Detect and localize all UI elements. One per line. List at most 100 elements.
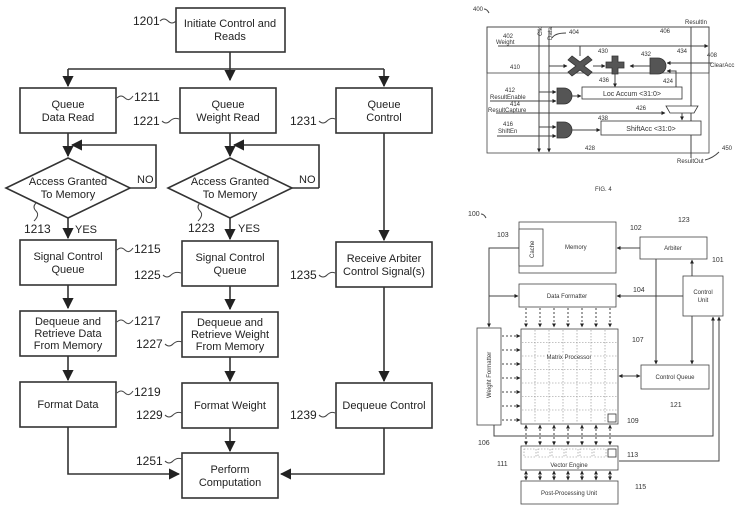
matrix-processor-block [520,328,619,425]
ref-430: 430 [598,49,609,55]
adder-icon [605,55,625,75]
data-formatter-arrows [524,308,612,328]
ref-416: 416 [503,122,514,128]
memory-label: Memory [565,245,587,251]
control-unit-block [682,275,724,317]
data-formatter-label: Data Formatter [547,294,587,300]
node-queue-data-line-1: Queue [51,99,84,111]
yes-label-data: YES [75,224,97,236]
node-dequeue-control-label: Dequeue Control [342,400,425,412]
vector-cell-outline [565,448,579,458]
node-dequeue-control: Dequeue Control 1239 [290,382,433,429]
node-perform-computation: Perform Computation 1251 [136,452,279,499]
node-perform-line-2: Computation [199,477,261,489]
ref-1201: 1201 [133,14,160,28]
multiplier-icon [567,55,593,77]
ref-102: 102 [630,225,642,232]
vector-cell-outline [523,448,537,458]
ref-402: 402 [503,34,514,40]
arbiter-label: Arbiter [664,246,682,252]
pe-cell [607,413,617,423]
cache-block [518,228,544,267]
node-access-data-line-2: To Memory [41,189,96,201]
ref-450: 450 [722,146,733,152]
mux-icon [665,105,699,114]
node-format-weight-label: Format Weight [194,400,266,412]
node-access-data: Access Granted To Memory NO 1213 YES [4,157,156,236]
vector-engine-grid [523,448,607,458]
ref-104: 104 [633,287,645,294]
edge-no-loop-weight [232,139,320,188]
fig1-block-diagram: 100 Cache Memory 102 103 Arbiter 123 Con… [468,211,724,505]
node-queue-weight-read: Queue Weight Read 1221 [133,87,277,134]
node-signal-weight: Signal Control Queue 1225 [134,240,279,287]
edge-no-loop-data [70,139,157,188]
matrix-processor-grid [522,330,617,423]
node-signal-data-line-1: Signal Control [33,251,102,263]
node-dequeue-weight: Dequeue and Retrieve Weight From Memory … [136,311,279,358]
ref-1223: 1223 [188,221,215,235]
ref-111: 111 [497,461,508,468]
node-dequeue-data: Dequeue and Retrieve Data From Memory 12… [19,310,161,357]
node-format-data: Format Data 1219 [19,381,161,428]
no-label-weight: NO [299,174,316,186]
node-initiate-line-2: Reads [214,31,246,43]
ref-103: 103 [497,232,509,239]
result-capture-label: ResultCapture [488,108,527,114]
node-queue-data-line-2: Data Read [42,112,95,124]
ref-1231: 1231 [290,114,317,128]
node-access-data-line-1: Access Granted [29,176,107,188]
ref-1229: 1229 [136,408,163,422]
ref-113: 113 [627,452,638,459]
weight-label: Weight [496,40,515,46]
loc-accum-label: Loc Accum <31:0> [603,91,661,98]
ref-1215: 1215 [134,242,161,256]
vector-engine-block [520,445,619,471]
flowchart: Initiate Control and Reads 1201 Queue Da… [4,7,433,499]
ref-406: 406 [660,29,671,35]
ref-438: 438 [598,116,609,122]
ref-115: 115 [635,484,646,491]
node-signal-data-line-2: Queue [51,264,84,276]
yes-label-weight: YES [238,223,260,235]
node-access-weight: Access Granted To Memory NO 1223 YES [166,157,319,235]
and-gate-bottom-icon [556,121,573,139]
ref-1239: 1239 [290,408,317,422]
node-dequeue-weight-line-2: Retrieve Weight [191,329,269,341]
ref-1213: 1213 [24,222,51,236]
fig4-frame [486,26,710,154]
node-signal-weight-line-1: Signal Control [195,252,264,264]
weight-formatter-label: Weight Formatter [487,352,493,398]
ref-1211: 1211 [134,90,160,104]
matrix-processor-label: Matrix Processor [546,355,591,361]
ref-424: 424 [663,79,674,85]
node-dequeue-data-line-3: From Memory [34,340,103,352]
ref-426: 426 [636,106,647,112]
node-dequeue-weight-line-3: From Memory [196,341,265,353]
weight-formatter-block [476,327,502,426]
vector-cell-outline [579,448,593,458]
vector-engine-label: Vector Engine [550,463,588,469]
ref-123: 123 [678,217,690,224]
node-initiate: Initiate Control and Reads 1201 [133,7,286,53]
node-initiate-line-1: Initiate Control and [184,18,276,30]
node-receive-arbiter-line-1: Receive Arbiter [347,253,422,265]
edge-format-data-to-perform [67,427,181,480]
ref-1235: 1235 [290,268,317,282]
node-format-data-label: Format Data [37,399,99,411]
clear-acc-label: ClearAcc [710,63,734,69]
result-in-label: ResultIn [685,20,707,26]
shift-acc-block [600,120,702,136]
ref-432: 432 [641,52,652,58]
fig4-caption: FIG. 4 [595,187,612,193]
fig1-ref: 100 [468,211,480,218]
result-out-label: ResultOut [677,159,704,165]
node-receive-arbiter-line-2: Control Signal(s) [343,266,425,278]
ref-1219: 1219 [134,385,161,399]
ref-408: 408 [707,53,718,59]
data-formatter-block [518,283,617,308]
ref-412: 412 [505,88,516,94]
node-access-weight-line-1: Access Granted [191,176,269,188]
shift-en-label: ShiftEn [498,129,517,135]
